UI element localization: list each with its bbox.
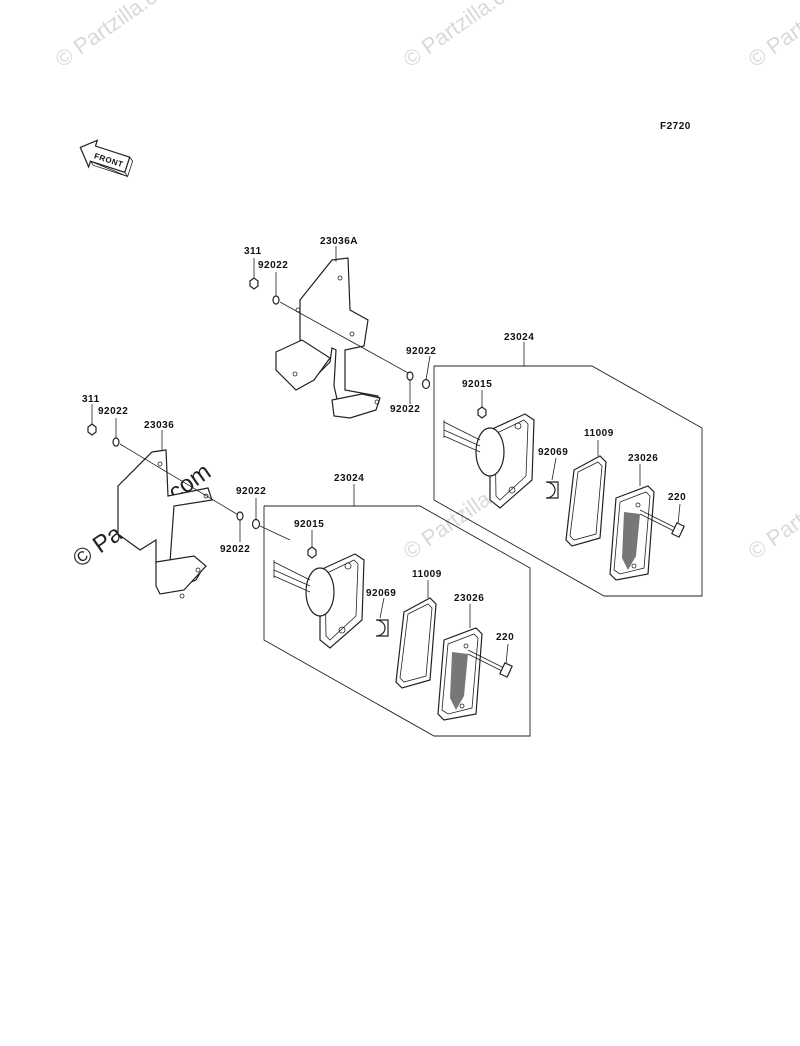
bulb-icon xyxy=(545,481,559,499)
label-lower-washer-b: 92022 xyxy=(236,486,266,497)
bracket-icon xyxy=(117,449,213,599)
nut-icon xyxy=(87,423,97,436)
screw-icon xyxy=(467,649,513,678)
washer-icon xyxy=(236,511,244,521)
lamp-housing-icon xyxy=(443,413,535,509)
nut-icon xyxy=(249,277,259,290)
label-upper-bulb: 92069 xyxy=(538,447,568,458)
label-lower-nut-b: 92015 xyxy=(294,519,324,530)
label-lower-washer-c: 92022 xyxy=(220,544,250,555)
front-arrow-icon: FRONT xyxy=(79,139,134,178)
lamp-housing-icon xyxy=(273,553,365,649)
watermark-top-mid: © Partzilla.com xyxy=(399,0,535,72)
label-lower-nut: 311 xyxy=(82,394,100,405)
label-upper-washer-a: 92022 xyxy=(258,260,288,271)
lens-icon xyxy=(437,627,483,721)
label-lower-gasket: 11009 xyxy=(412,569,442,580)
figure-code: F2720 xyxy=(660,121,691,132)
washer-icon xyxy=(406,371,414,381)
lens-icon xyxy=(609,485,655,581)
washer-icon xyxy=(421,378,431,390)
watermark-mid-right: © Partzilla.com xyxy=(744,459,800,565)
washer-icon xyxy=(251,518,261,530)
label-upper-gasket: 11009 xyxy=(584,428,614,439)
screw-icon xyxy=(639,509,685,538)
label-upper-nut: 311 xyxy=(244,246,262,257)
label-lower-washer-a: 92022 xyxy=(98,406,128,417)
label-upper-bracket: 23036A xyxy=(320,236,358,247)
washer-icon xyxy=(272,295,280,305)
label-upper-lens: 23026 xyxy=(628,453,658,464)
watermark-top-left: © Partzilla.com xyxy=(51,0,187,72)
label-lower-lens: 23026 xyxy=(454,593,484,604)
label-lower-bulb: 92069 xyxy=(366,588,396,599)
label-upper-washer-b: 92022 xyxy=(406,346,436,357)
label-upper-screw: 220 xyxy=(668,492,686,503)
bulb-icon xyxy=(375,619,389,637)
label-lower-screw: 220 xyxy=(496,632,514,643)
washer-icon xyxy=(112,437,120,447)
label-upper-lamp-assy: 23024 xyxy=(504,332,534,343)
label-upper-washer-c: 92022 xyxy=(390,404,420,415)
label-lower-lamp-assy: 23024 xyxy=(334,473,364,484)
label-upper-nut-b: 92015 xyxy=(462,379,492,390)
nut-icon xyxy=(307,546,317,559)
nut-icon xyxy=(477,406,487,419)
bracket-icon xyxy=(275,257,381,419)
lower-assembly: 311 92022 23036 92022 92022 23024 92015 … xyxy=(82,394,531,737)
gasket-icon xyxy=(395,597,437,689)
label-lower-bracket: 23036 xyxy=(144,420,174,431)
upper-assembly: 311 92022 23036A 92022 92022 23024 92015… xyxy=(244,236,703,597)
gasket-icon xyxy=(565,455,607,547)
watermark-top-right: © Partzilla.com xyxy=(744,0,800,72)
